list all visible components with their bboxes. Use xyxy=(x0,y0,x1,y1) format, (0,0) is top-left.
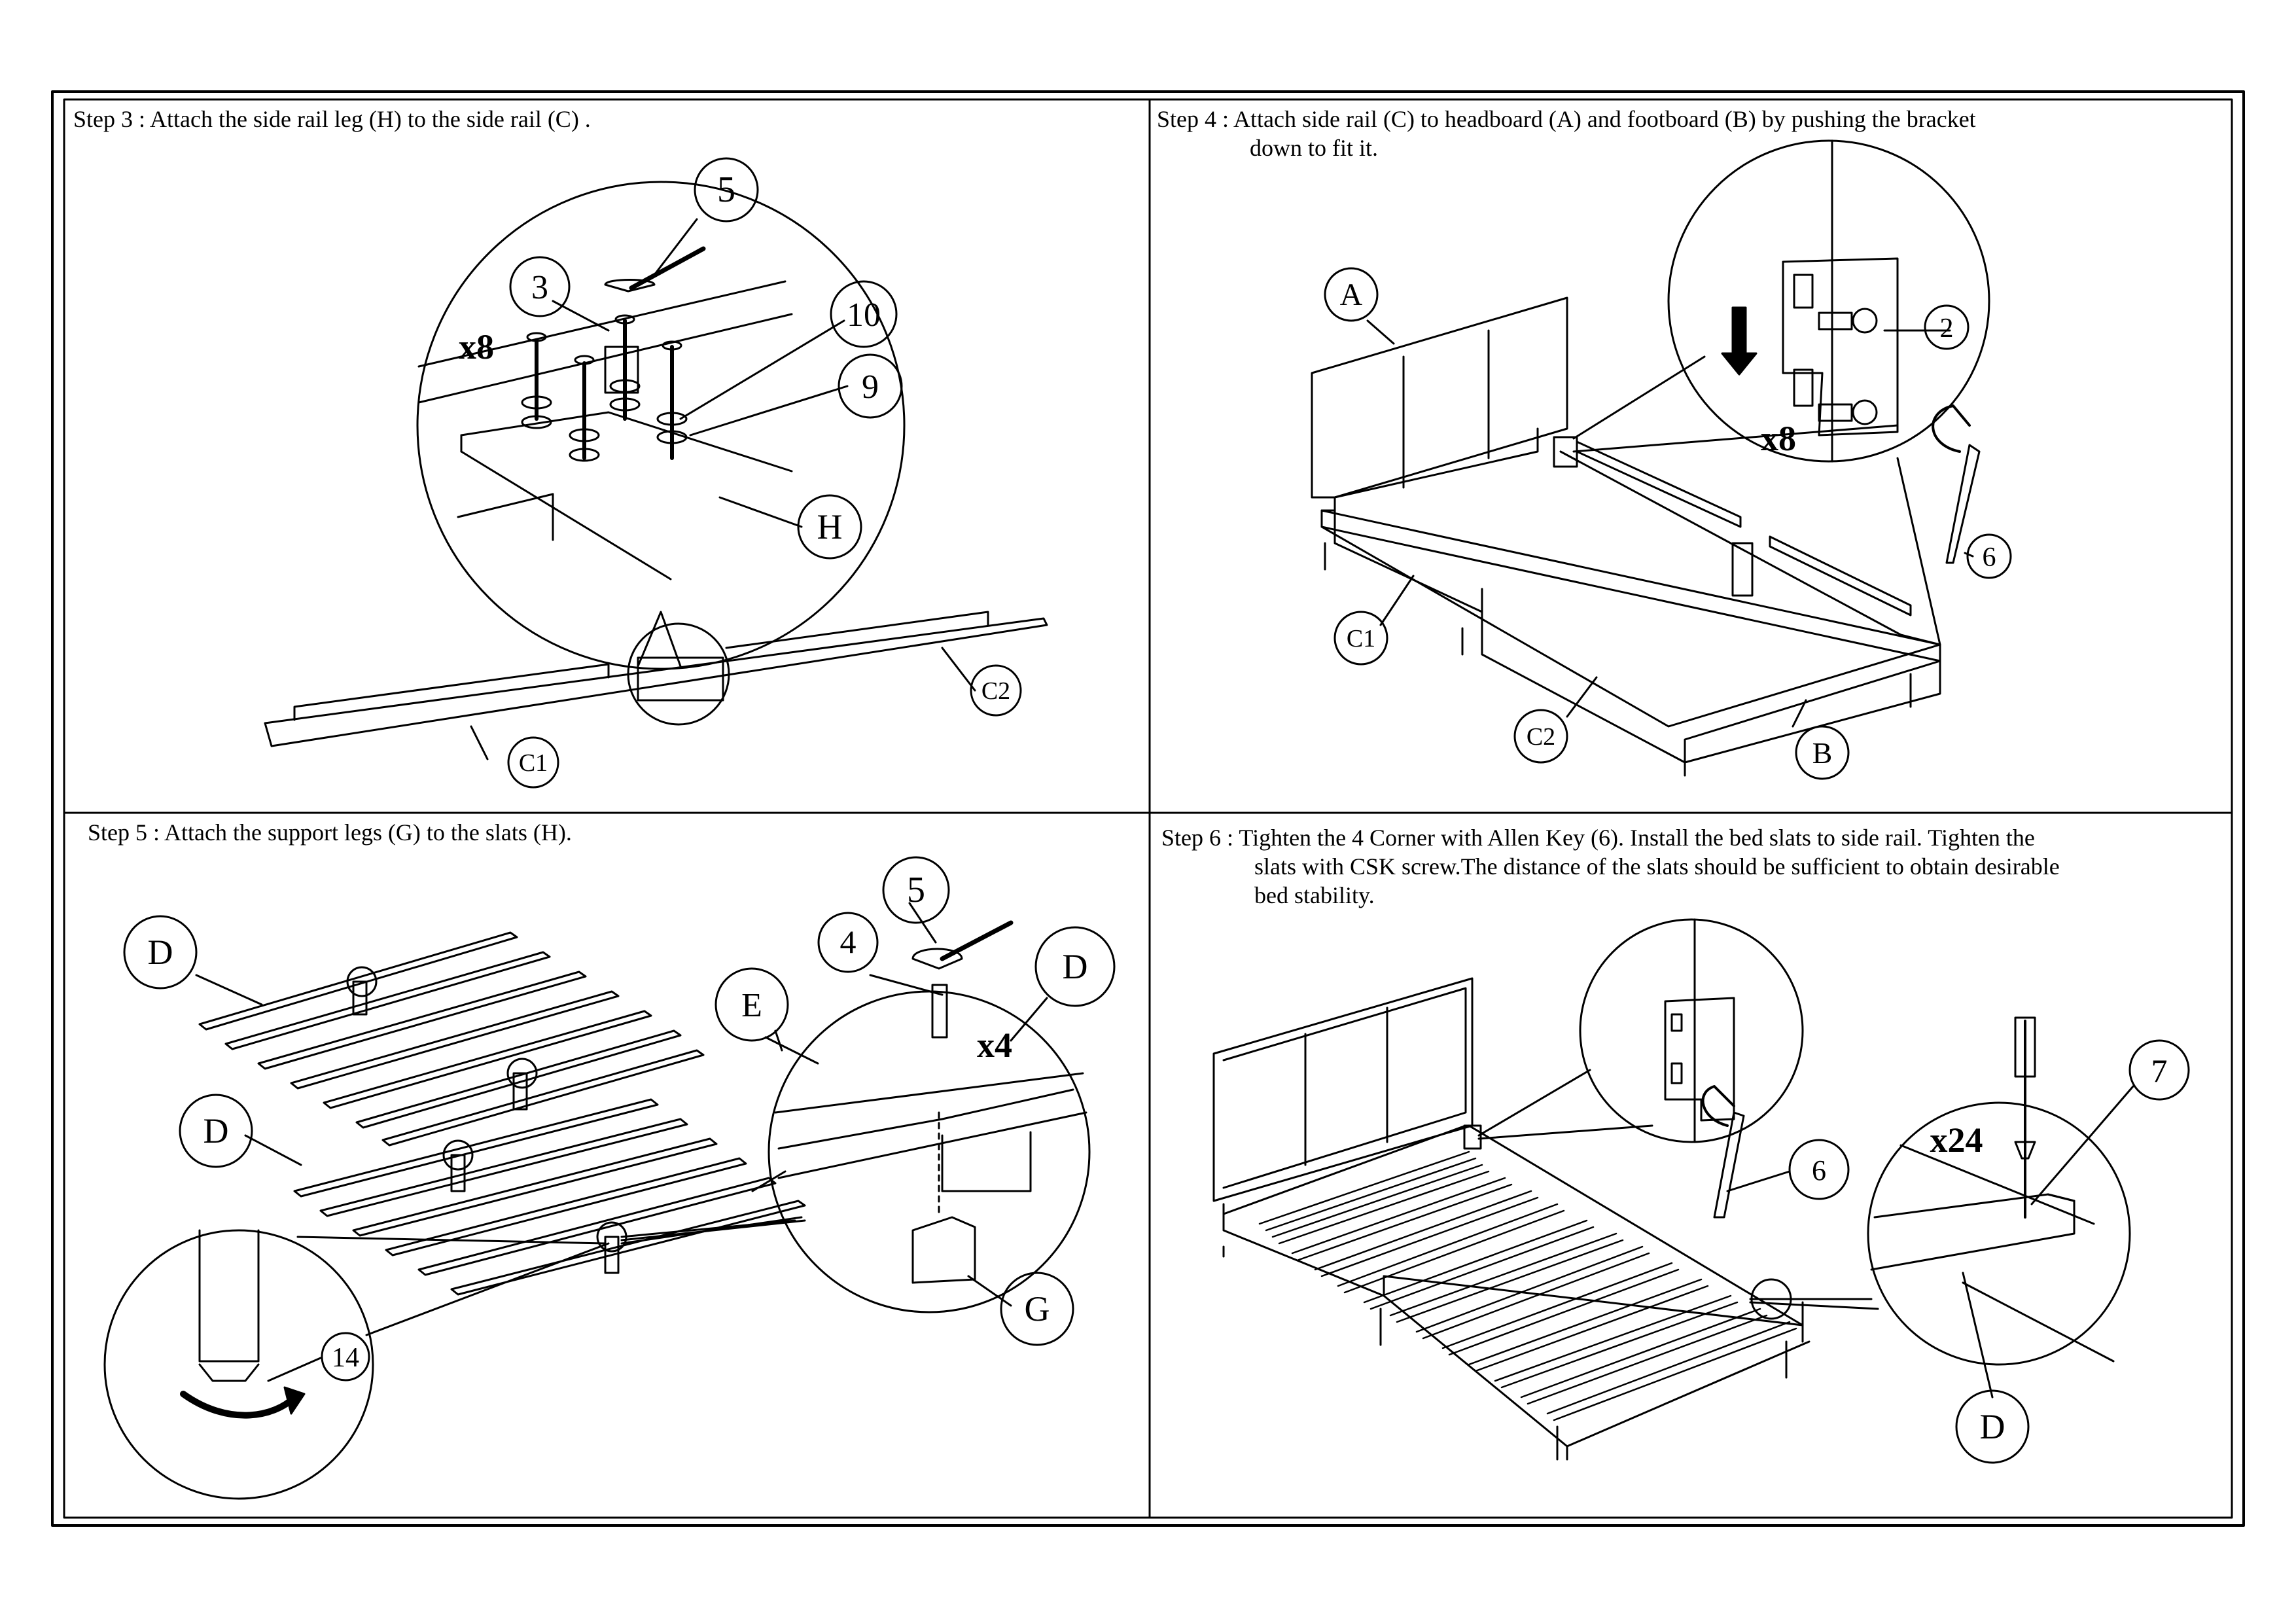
step3-caption: Step 3 : Attach the side rail leg (H) to… xyxy=(73,105,591,134)
callout-6-step4: 6 xyxy=(1983,543,1996,573)
qty-x4: x4 xyxy=(977,1026,1012,1065)
callout-A: A xyxy=(1340,277,1363,312)
step4-zoom-circle xyxy=(1667,139,1990,463)
callout-10: 10 xyxy=(847,296,881,334)
callout-C2-step4: C2 xyxy=(1527,723,1555,751)
step4-caption-line2: down to fit it. xyxy=(1250,135,1378,161)
callout-H: H xyxy=(817,507,843,546)
callout-14: 14 xyxy=(332,1343,359,1373)
qty-x8-step3: x8 xyxy=(459,327,494,366)
step3-diagram xyxy=(264,157,1048,789)
callout-3: 3 xyxy=(531,269,548,306)
inner-frame xyxy=(63,98,2233,1519)
callout-2: 2 xyxy=(1940,313,1954,344)
step4-caption: Step 4 : Attach side rail (C) to headboa… xyxy=(1157,105,1976,162)
callout-C2-step3: C2 xyxy=(981,677,1010,705)
callout-6-step6: 6 xyxy=(1812,1154,1826,1186)
qty-x24: x24 xyxy=(1930,1120,1983,1160)
outer-frame xyxy=(51,90,2245,1527)
step3-caption-line1: Step 3 : Attach the side rail leg (H) to… xyxy=(73,106,591,132)
step3-zoom-circle xyxy=(416,181,906,670)
callout-B: B xyxy=(1812,736,1833,770)
callout-5: 5 xyxy=(717,169,735,210)
step5-leveller-circle xyxy=(103,1229,374,1500)
step6-screw-circle xyxy=(1867,1101,2131,1366)
step6-diagram xyxy=(1212,918,2190,1464)
bolt-group xyxy=(521,246,706,462)
callout-D-upper: D xyxy=(148,933,173,972)
step5-zoom-circle xyxy=(768,990,1091,1313)
step6-bracket-circle xyxy=(1579,918,1804,1143)
callout-C1-step3: C1 xyxy=(519,749,548,777)
step4-caption-line1: Step 4 : Attach side rail (C) to headboa… xyxy=(1157,106,1976,132)
callout-9: 9 xyxy=(862,368,879,406)
callout-E: E xyxy=(741,987,762,1024)
step5-diagram xyxy=(103,856,1116,1500)
step6-caption-line2: slats with CSK screw.The distance of the… xyxy=(1254,853,2060,880)
step5-caption-line1: Step 5 : Attach the support legs (G) to … xyxy=(88,819,572,846)
step6-caption-line1: Step 6 : Tighten the 4 Corner with Allen… xyxy=(1161,825,2035,851)
callout-C1-step4: C1 xyxy=(1347,625,1375,652)
step6-caption: Step 6 : Tighten the 4 Corner with Allen… xyxy=(1161,823,2060,910)
callout-G: G xyxy=(1025,1289,1050,1329)
callout-D-step6: D xyxy=(1980,1407,2005,1446)
qty-x8-step4: x8 xyxy=(1761,419,1796,458)
step5-caption: Step 5 : Attach the support legs (G) to … xyxy=(88,818,572,847)
callout-4: 4 xyxy=(840,923,857,960)
callout-D-zoom: D xyxy=(1063,947,1088,986)
callout-D-lower: D xyxy=(203,1111,229,1150)
step4-diagram xyxy=(1311,139,2012,780)
callout-5-step5: 5 xyxy=(907,870,925,910)
callout-7: 7 xyxy=(2151,1052,2168,1089)
step6-caption-line3: bed stability. xyxy=(1254,882,1375,908)
step3-detail-circle xyxy=(627,622,730,726)
